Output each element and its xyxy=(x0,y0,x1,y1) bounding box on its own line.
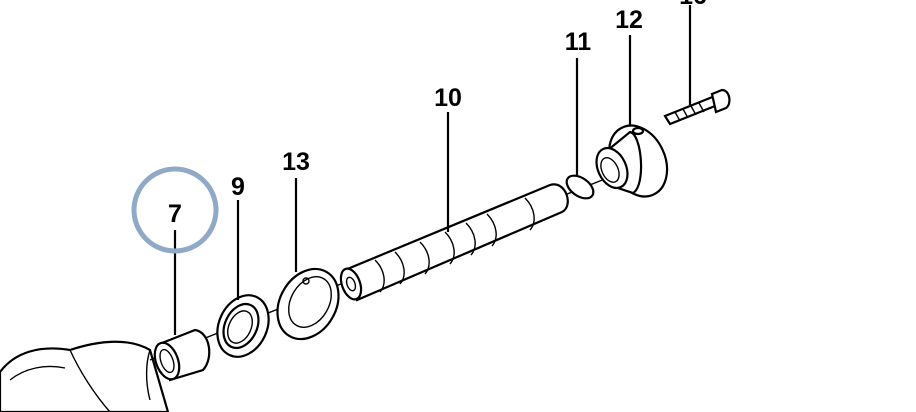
flange-bearing-part-12 xyxy=(595,124,669,198)
shaft-part-10 xyxy=(339,183,569,302)
callout-label-12: 12 xyxy=(615,6,643,34)
callout-label-11: 11 xyxy=(565,28,592,56)
bolt-part-16 xyxy=(663,88,731,126)
thrust-washer-part-13 xyxy=(276,267,340,341)
o-ring-part-11 xyxy=(565,174,595,200)
bushing-part-7 xyxy=(153,328,211,382)
housing-part xyxy=(0,340,170,412)
seal-ring-part-9 xyxy=(216,294,270,358)
highlight-circle xyxy=(131,166,219,254)
callout-label-7: 7 xyxy=(168,200,182,228)
callout-label-13: 13 xyxy=(282,148,310,176)
callout-label-10: 10 xyxy=(434,84,462,112)
callout-label-16: 16 xyxy=(679,0,707,10)
callout-label-9: 9 xyxy=(231,173,245,201)
